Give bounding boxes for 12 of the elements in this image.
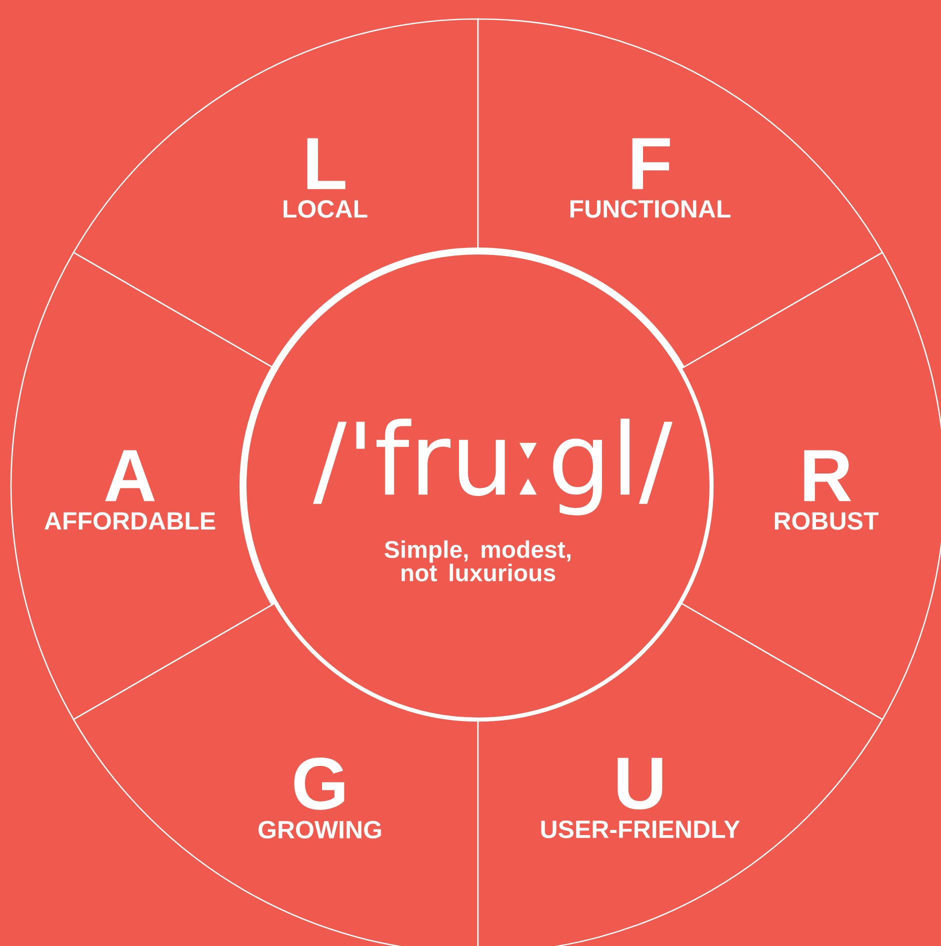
sector: A AFFORDABLE <box>10 252 276 720</box>
sector: R ROBUST <box>680 252 941 720</box>
node-label: ROBUST <box>774 512 879 530</box>
node-label: U <box>618 758 662 810</box>
sector: G GROWING <box>72 602 479 946</box>
sector: L LOCAL <box>72 18 479 370</box>
sector: U USER-FRIENDLY <box>477 602 884 946</box>
sector: F FUNCTIONAL <box>477 18 884 370</box>
node-label: R <box>804 450 852 502</box>
node-label: G <box>294 757 344 810</box>
node-label: USER-FRIENDLY <box>541 820 740 838</box>
node-label: GROWING <box>258 820 381 839</box>
